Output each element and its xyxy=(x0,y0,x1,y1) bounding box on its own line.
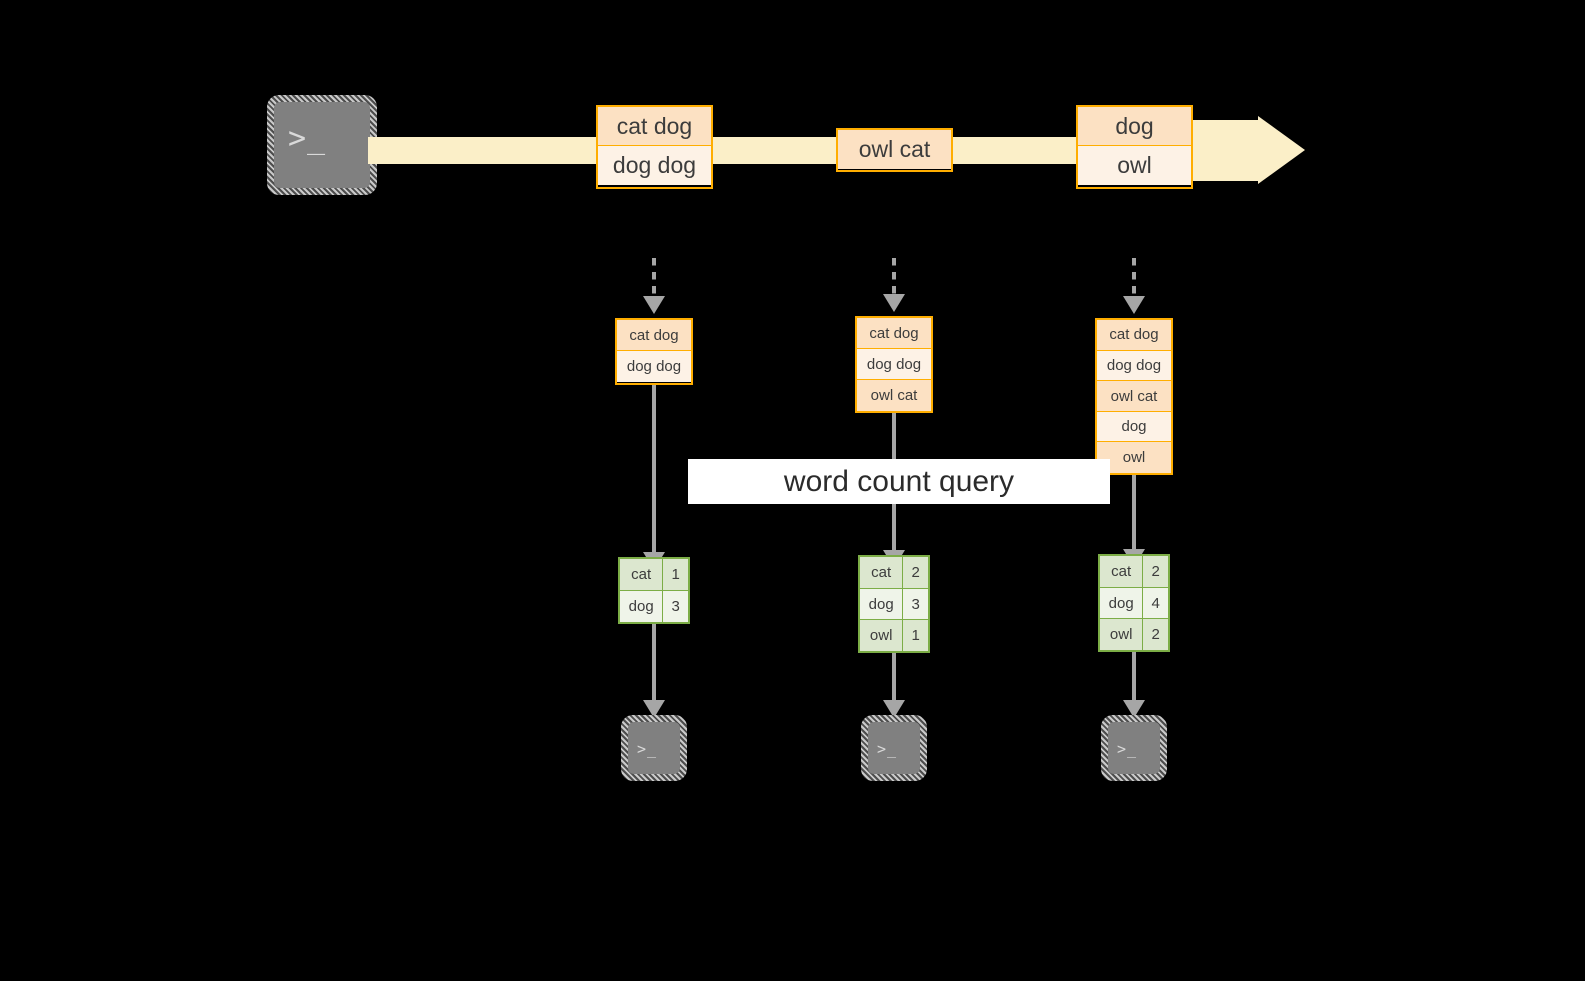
result-table-3: cat 2 dog 4 owl 2 xyxy=(1098,554,1170,652)
terminal-prompt-glyph: >_ xyxy=(877,740,898,758)
result-count: 3 xyxy=(903,588,928,620)
result-count: 4 xyxy=(1143,587,1168,619)
sink-terminal-icon-3: >_ xyxy=(1101,715,1167,781)
accumulated-line: owl xyxy=(1097,442,1171,474)
result-word: cat xyxy=(860,557,904,588)
result-row: owl 1 xyxy=(860,620,928,652)
result-word: owl xyxy=(1100,619,1144,651)
result-count: 2 xyxy=(1143,556,1168,587)
accumulated-line: dog xyxy=(1097,411,1171,443)
stream-event-2: owl cat xyxy=(836,128,953,172)
accumulated-line: cat dog xyxy=(1097,320,1171,351)
snapshot-trigger-arrowhead-3 xyxy=(1123,296,1145,314)
event-line: cat dog xyxy=(598,107,711,146)
snapshot-trigger-arrowhead-2 xyxy=(883,294,905,312)
sink-terminal-icon-2: >_ xyxy=(861,715,927,781)
query-banner: word count query xyxy=(688,459,1110,504)
result-word: dog xyxy=(1100,587,1144,619)
accumulated-line: dog dog xyxy=(1097,350,1171,382)
result-table-1: cat 1 dog 3 xyxy=(618,557,690,624)
accumulated-line: dog dog xyxy=(857,349,931,380)
result-count: 2 xyxy=(1143,619,1168,651)
source-terminal-icon: >_ xyxy=(267,95,377,195)
terminal-screen xyxy=(868,722,920,774)
snapshot-trigger-arrowhead-1 xyxy=(643,296,665,314)
sink-arrowhead-3 xyxy=(1123,700,1145,718)
stream-event-1: cat dog dog dog xyxy=(596,105,713,189)
result-count: 3 xyxy=(663,591,688,622)
result-row: cat 1 xyxy=(620,559,688,591)
terminal-prompt-glyph: >_ xyxy=(288,121,327,156)
query-arrow-3 xyxy=(1132,475,1136,558)
sink-arrow-3 xyxy=(1132,652,1136,706)
result-word: dog xyxy=(620,591,664,622)
accumulated-line: owl cat xyxy=(1097,381,1171,412)
snapshot-trigger-arrow-1 xyxy=(652,258,656,304)
sink-arrowhead-1 xyxy=(643,700,665,718)
stream-event-3: dog owl xyxy=(1076,105,1193,189)
result-word: cat xyxy=(1100,556,1144,587)
sink-arrow-2 xyxy=(892,653,896,706)
result-row: owl 2 xyxy=(1100,619,1168,651)
sink-arrow-1 xyxy=(652,624,656,706)
result-row: dog 3 xyxy=(860,588,928,621)
result-word: owl xyxy=(860,620,904,652)
terminal-prompt-glyph: >_ xyxy=(637,740,658,758)
sink-arrowhead-2 xyxy=(883,700,905,718)
accumulated-events-1: cat dog dog dog xyxy=(615,318,693,385)
result-word: dog xyxy=(860,588,904,620)
snapshot-trigger-arrow-3 xyxy=(1132,258,1136,304)
result-row: cat 2 xyxy=(860,557,928,589)
result-count: 1 xyxy=(663,559,688,590)
terminal-prompt-glyph: >_ xyxy=(1117,740,1138,758)
accumulated-events-2: cat dog dog dog owl cat xyxy=(855,316,933,413)
result-row: dog 4 xyxy=(1100,587,1168,620)
terminal-screen xyxy=(274,102,370,188)
result-table-2: cat 2 dog 3 owl 1 xyxy=(858,555,930,653)
query-banner-label: word count query xyxy=(783,464,1015,498)
accumulated-line: cat dog xyxy=(857,318,931,349)
event-line: owl xyxy=(1078,146,1191,185)
terminal-screen xyxy=(628,722,680,774)
query-arrow-1 xyxy=(652,385,656,560)
result-row: dog 3 xyxy=(620,591,688,622)
accumulated-line: owl cat xyxy=(857,380,931,411)
event-stream-arrowhead xyxy=(1258,116,1305,184)
result-row: cat 2 xyxy=(1100,556,1168,588)
accumulated-events-3: cat dog dog dog owl cat dog owl xyxy=(1095,318,1173,475)
event-line: dog xyxy=(1078,107,1191,146)
accumulated-line: dog dog xyxy=(617,351,691,382)
result-count: 1 xyxy=(903,620,928,652)
result-count: 2 xyxy=(903,557,928,588)
terminal-screen xyxy=(1108,722,1160,774)
event-line: dog dog xyxy=(598,146,711,185)
accumulated-line: cat dog xyxy=(617,320,691,351)
snapshot-trigger-arrow-2 xyxy=(892,258,896,302)
event-line: owl cat xyxy=(838,130,951,169)
sink-terminal-icon-1: >_ xyxy=(621,715,687,781)
result-word: cat xyxy=(620,559,664,590)
event-stream-band-wide xyxy=(1190,120,1260,181)
